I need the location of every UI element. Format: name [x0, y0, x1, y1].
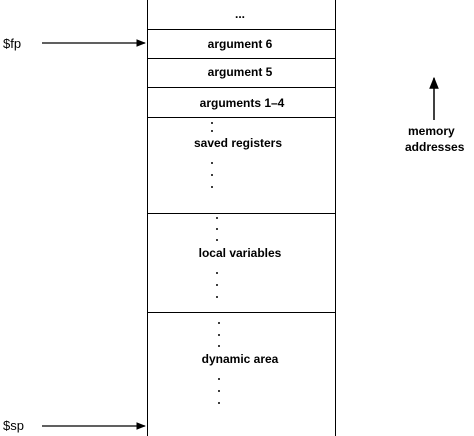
local-variables-dots: [216, 217, 218, 298]
arguments-1-4-label: arguments 1–4: [200, 96, 285, 110]
argument-6-label: argument 6: [208, 37, 273, 51]
sp-label: $sp: [3, 418, 24, 433]
saved-registers-dots: [211, 122, 213, 188]
dynamic-area-dots: [218, 322, 220, 404]
memory-label: memory: [408, 124, 455, 138]
local-variables-label: local variables: [199, 246, 282, 260]
saved-registers-label: saved registers: [194, 136, 282, 150]
dynamic-area-label: dynamic area: [202, 352, 279, 366]
addresses-label: addresses: [405, 140, 465, 154]
stack-box: [147, 0, 336, 436]
argument-5-label: argument 5: [208, 65, 273, 79]
ellipsis-cell-label: ...: [235, 7, 245, 21]
fp-label: $fp: [3, 36, 21, 51]
